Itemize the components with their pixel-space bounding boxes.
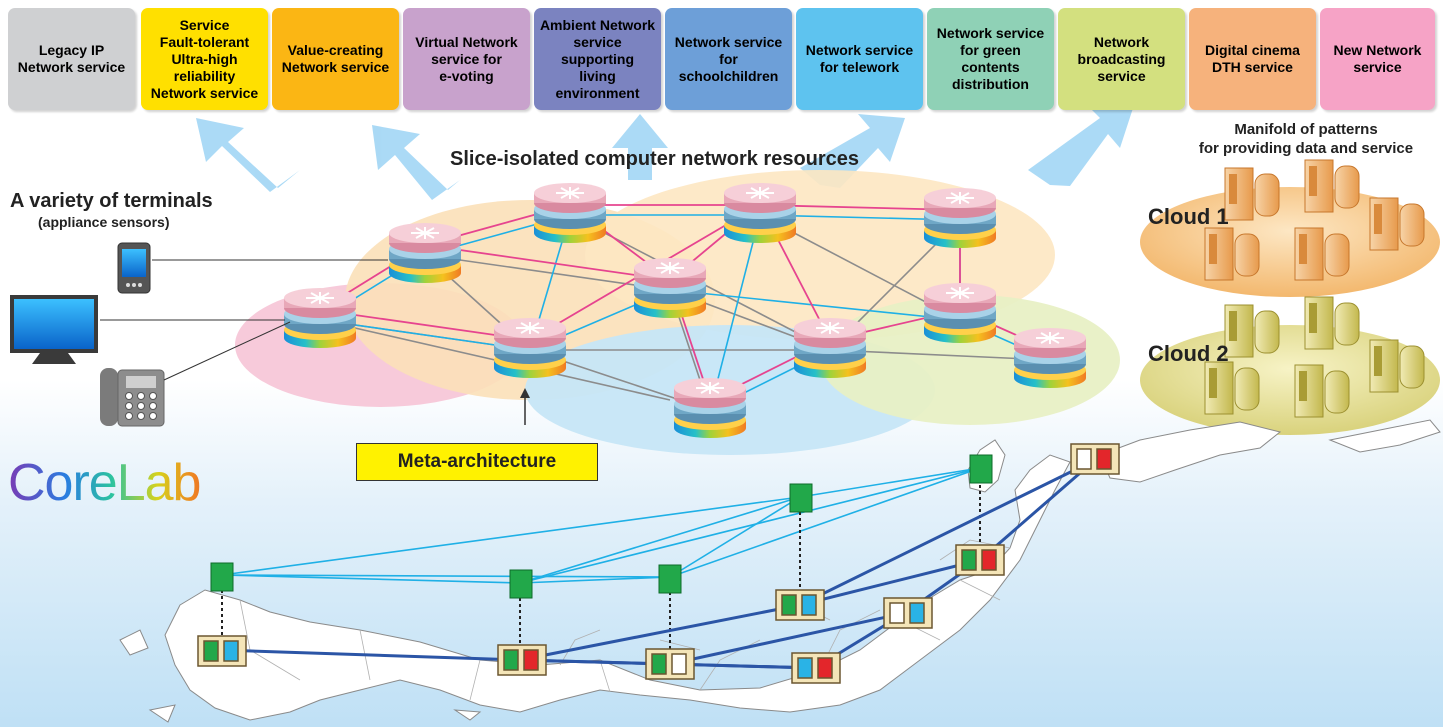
meta-architecture-label: Meta-architecture — [356, 443, 598, 481]
service-box-value-creating: Value-creating Network service — [272, 8, 399, 110]
cloud-icon — [1140, 159, 1440, 435]
service-box-e-voting: Virtual Network service for e-voting — [403, 8, 530, 110]
terminals-subtitle: (appliance sensors) — [38, 214, 170, 230]
cloud-2-label: Cloud 2 — [1148, 341, 1229, 366]
cloud-1-label: Cloud 1 — [1148, 204, 1229, 229]
service-box-green-contents: Network service for green contents distr… — [927, 8, 1054, 110]
terminals-title: A variety of terminals — [10, 190, 213, 212]
service-box-broadcasting: Network broadcasting service — [1058, 8, 1185, 110]
monitor-icon — [10, 295, 98, 364]
manifold-title: Manifold of patterns for providing data … — [1198, 121, 1414, 157]
service-box-ambient: Ambient Network service supporting livin… — [534, 8, 661, 110]
phone-icon — [100, 368, 165, 427]
corelab-logo: CoreLab — [8, 452, 238, 514]
slice-title: Slice-isolated computer network resource… — [450, 148, 860, 170]
service-box-telework: Network service for telework — [796, 8, 923, 110]
smartphone-icon — [117, 242, 151, 294]
service-box-digital-cinema: Digital cinema DTH service — [1189, 8, 1316, 110]
service-box-fault-tolerant: Service Fault-tolerant Ultra-high reliab… — [141, 8, 268, 110]
arrow-up-icon — [196, 102, 1135, 200]
service-box-schoolchildren: Network service for schoolchildren — [665, 8, 792, 110]
japan-map-icon — [119, 419, 1441, 723]
service-box-legacy-ip: Legacy IP Network service — [8, 8, 135, 110]
service-box-new-network: New Network service — [1320, 8, 1435, 110]
